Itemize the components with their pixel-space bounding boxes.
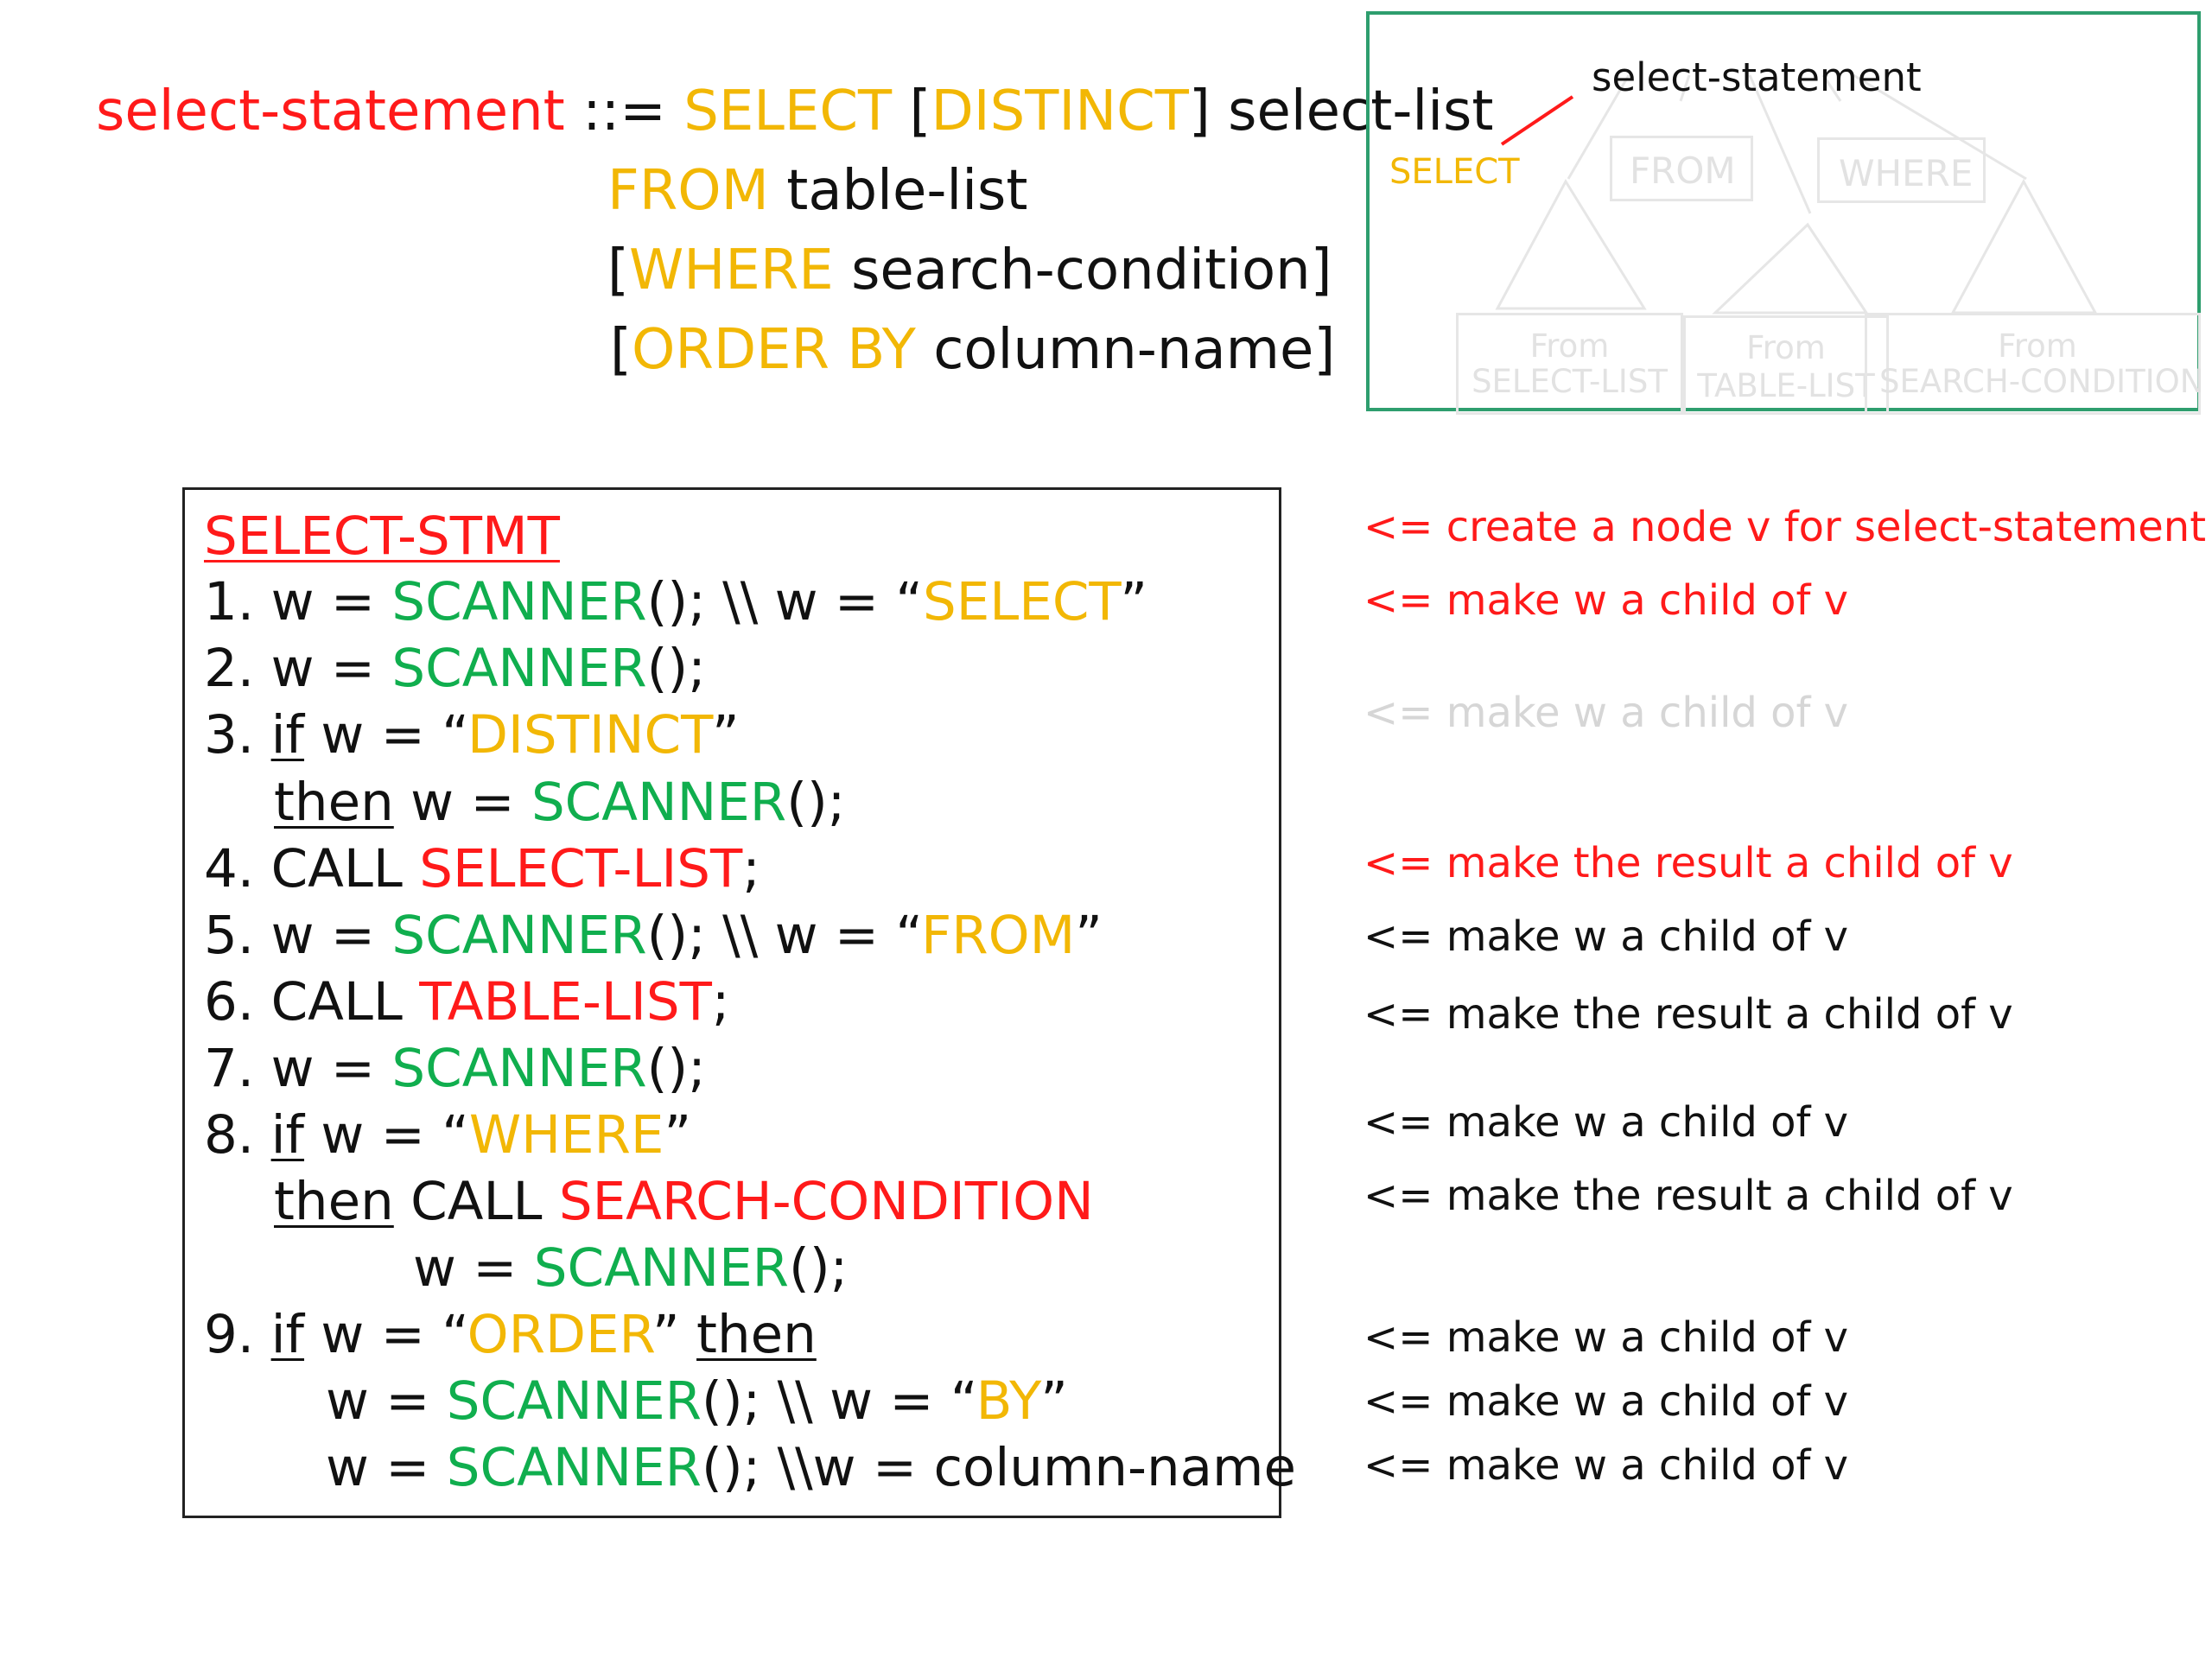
tree-sub-search-condition: SEARCH-CONDITION (1879, 363, 2204, 400)
annotation-7: <= make w a child of v (1363, 1098, 1849, 1147)
tree-sub-from-1: From (1529, 327, 1610, 365)
call-table-list: TABLE-LIST (419, 971, 712, 1033)
kw-order-by: ORDER BY (631, 318, 916, 382)
tree-sub-box-2 (1683, 315, 1889, 415)
grammar-select-list: select-list (1210, 79, 1494, 143)
tree-node-where-box (1817, 137, 1986, 203)
tree-sub-from-3: From (1998, 327, 2077, 365)
tree-sub-box-1 (1456, 313, 1683, 415)
code-line-8-then: then CALL SEARCH-CONDITION (274, 1171, 1094, 1232)
code-line-9-by: w = SCANNER(); \\ w = “BY” (326, 1370, 1068, 1432)
grammar-line-2: FROM table-list (607, 159, 1028, 223)
code-line-6: 6. CALL TABLE-LIST; (204, 971, 730, 1033)
tree-edge-root-left (1567, 74, 1630, 180)
tree-edge-root-right (1853, 73, 2027, 181)
annotation-10: <= make w a child of v (1363, 1377, 1849, 1426)
pseudocode-box (182, 487, 1281, 1518)
kw-from: FROM (607, 159, 769, 223)
annotation-5: <= make w a child of v (1363, 912, 1849, 961)
code-line-9: 9. if w = “ORDER” then (204, 1304, 817, 1365)
tree-sub-table-list: TABLE-LIST (1697, 367, 1875, 404)
call-select-list: SELECT-LIST (419, 838, 743, 899)
kw-distinct: DISTINCT (931, 79, 1189, 143)
grammar-assign: ::= (564, 79, 684, 143)
code-line-3-then: then w = SCANNER(); (274, 772, 846, 833)
parse-tree-edges (1495, 73, 2098, 315)
code-line-1: 1. w = SCANNER(); \\ w = “SELECT” (204, 571, 1147, 632)
tree-node-from: FROM (1630, 149, 1736, 192)
code-line-3: 3. if w = “DISTINCT” (204, 704, 740, 766)
call-search-condition: SEARCH-CONDITION (558, 1171, 1094, 1232)
tree-triangle-table-list (1712, 222, 1869, 315)
tree-node-from-box (1610, 136, 1753, 201)
tree-edge-root-from (1679, 74, 1691, 102)
code-line-9-column: w = SCANNER(); \\w = column-name (326, 1437, 1297, 1498)
kw-where: WHERE (628, 238, 834, 302)
code-line-2: 2. w = SCANNER(); (204, 638, 706, 699)
tree-node-select: SELECT (1389, 152, 1520, 192)
fn-scanner: SCANNER (391, 571, 647, 632)
tree-edge-root-where (1821, 74, 1842, 102)
tree-sub-select-list: SELECT-LIST (1471, 363, 1668, 400)
annotation-4: <= make the result a child of v (1363, 839, 2013, 887)
annotation-2: <= make w a child of v (1363, 576, 1849, 625)
tree-triangle-select-list (1495, 179, 1647, 310)
tree-node-where: WHERE (1839, 152, 1974, 194)
code-line-7: 7. w = SCANNER(); (204, 1038, 706, 1099)
tree-edge-root-select (1500, 95, 1574, 146)
annotation-8: <= make the result a child of v (1363, 1172, 2013, 1220)
code-line-8: 8. if w = “WHERE” (204, 1104, 692, 1166)
grammar-line-3: [WHERE search-condition] (607, 238, 1332, 302)
annotation-1: <= create a node v for select-statement (1363, 503, 2207, 551)
annotation-11: <= make w a child of v (1363, 1441, 1849, 1490)
code-line-4: 4. CALL SELECT-LIST; (204, 838, 760, 899)
grammar-lhs: select-statement (96, 79, 565, 143)
annotation-6: <= make the result a child of v (1363, 990, 2013, 1039)
tree-sub-from-2: From (1746, 329, 1826, 366)
tree-edge-root-mid (1748, 74, 1812, 214)
tree-root-label: select-statement (1592, 54, 1922, 100)
code-line-8-scan: w = SCANNER(); (413, 1237, 849, 1299)
code-title: SELECT-STMT (204, 505, 560, 567)
annotation-3: <= make w a child of v (1363, 689, 1849, 737)
kw-select: SELECT (683, 79, 893, 143)
annotation-9: <= make w a child of v (1363, 1313, 1849, 1362)
grammar-line-1: select-statement ::= SELECT [DISTINCT] s… (96, 79, 1494, 143)
parse-tree-diagram: select-statement SELECT FROM WHERE From … (1366, 11, 2204, 415)
code-line-5: 5. w = SCANNER(); \\ w = “FROM” (204, 905, 1103, 966)
tree-sub-box-3 (1865, 313, 2201, 415)
grammar-line-4: [ORDER BY column-name] (610, 318, 1336, 382)
